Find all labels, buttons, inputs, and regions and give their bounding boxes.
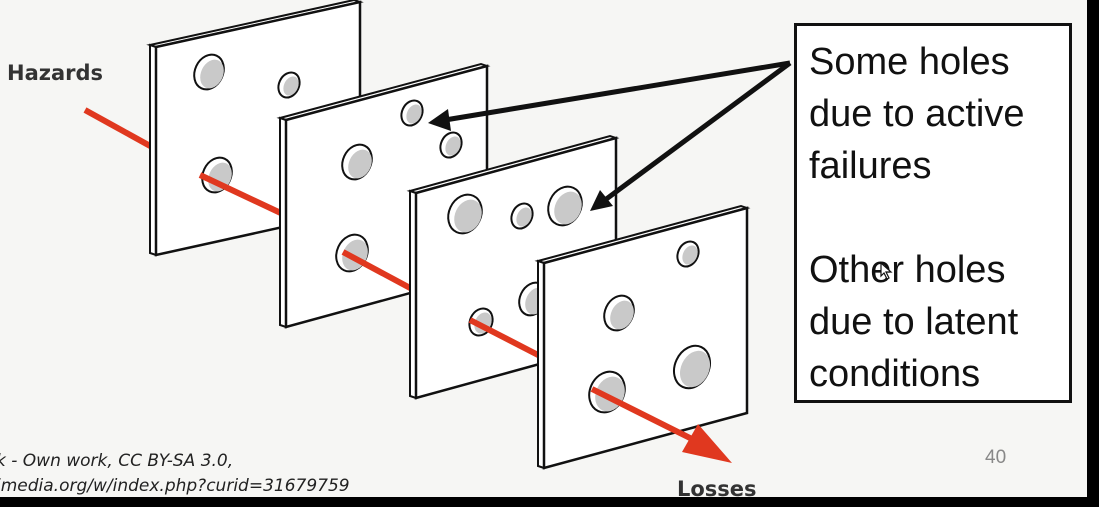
active-failure-pointer-2-head: [590, 190, 613, 211]
image-credit-line-1: k - Own work, CC BY-SA 3.0,: [0, 451, 234, 471]
mouse-cursor-icon: [880, 262, 893, 280]
hazard-trajectory-entry: [83, 107, 154, 150]
slide-page-number: 40: [985, 447, 1007, 468]
losses-arrowhead: [682, 424, 732, 463]
callout-spacer: [809, 192, 1059, 244]
window-edge-bottom: [0, 497, 1099, 507]
active-failure-pointer-2: [603, 60, 792, 203]
hazard-trajectory-segment-1: [198, 172, 287, 218]
window-edge-right: [1087, 0, 1099, 507]
image-credit-line-2: imedia.org/w/index.php?curid=31679759: [0, 476, 350, 496]
callout-line: failures: [809, 145, 932, 187]
defence-layer-4: [534, 204, 751, 470]
active-failure-pointer-1-head: [428, 109, 451, 131]
callout-line: due to active: [809, 93, 1025, 135]
callout-line: Some holes: [809, 41, 1010, 83]
callout-line: Other holes: [809, 249, 1006, 291]
losses-label: Losses: [677, 477, 757, 497]
hazard-trajectory-exit: [590, 386, 702, 446]
slide: Hazards Losses Some holes due to active …: [0, 0, 1087, 497]
swiss-cheese-diagram: [83, 0, 792, 470]
hazard-trajectory-segment-3: [468, 317, 542, 359]
hazards-label: Hazards: [7, 61, 104, 85]
explanation-callout: Some holes due to active failures Other …: [794, 23, 1072, 403]
active-failure-pointer-1: [444, 60, 791, 123]
hazard-trajectory-segment-2: [341, 249, 414, 292]
callout-line: due to latent: [809, 301, 1019, 343]
callout-line: conditions: [809, 353, 981, 395]
